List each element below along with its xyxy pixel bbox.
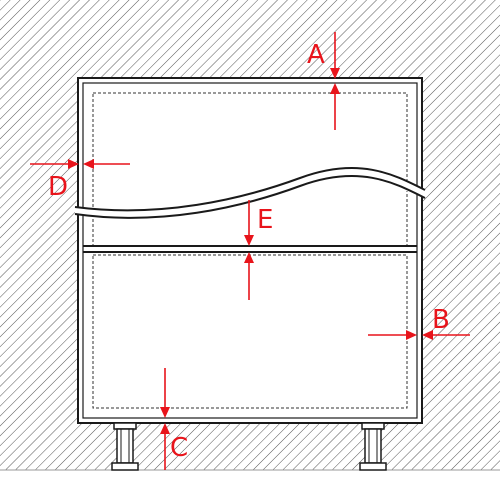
cabinet-body — [77, 77, 423, 424]
label-e: E — [257, 205, 273, 235]
dimension-e: E — [244, 200, 273, 300]
dimension-a: A — [307, 32, 340, 130]
upper-door-outline — [92, 92, 408, 247]
left-leg — [111, 422, 139, 471]
label-a: A — [307, 40, 325, 70]
dimension-c: C — [160, 368, 188, 470]
label-c: C — [170, 433, 188, 463]
label-b: B — [432, 305, 450, 335]
label-d: D — [48, 172, 68, 202]
floor — [0, 470, 500, 500]
dimension-b: B — [368, 305, 470, 340]
panel-divider — [83, 245, 417, 253]
dimension-d: D — [30, 159, 130, 202]
right-leg — [359, 422, 387, 471]
break-line — [74, 167, 426, 219]
